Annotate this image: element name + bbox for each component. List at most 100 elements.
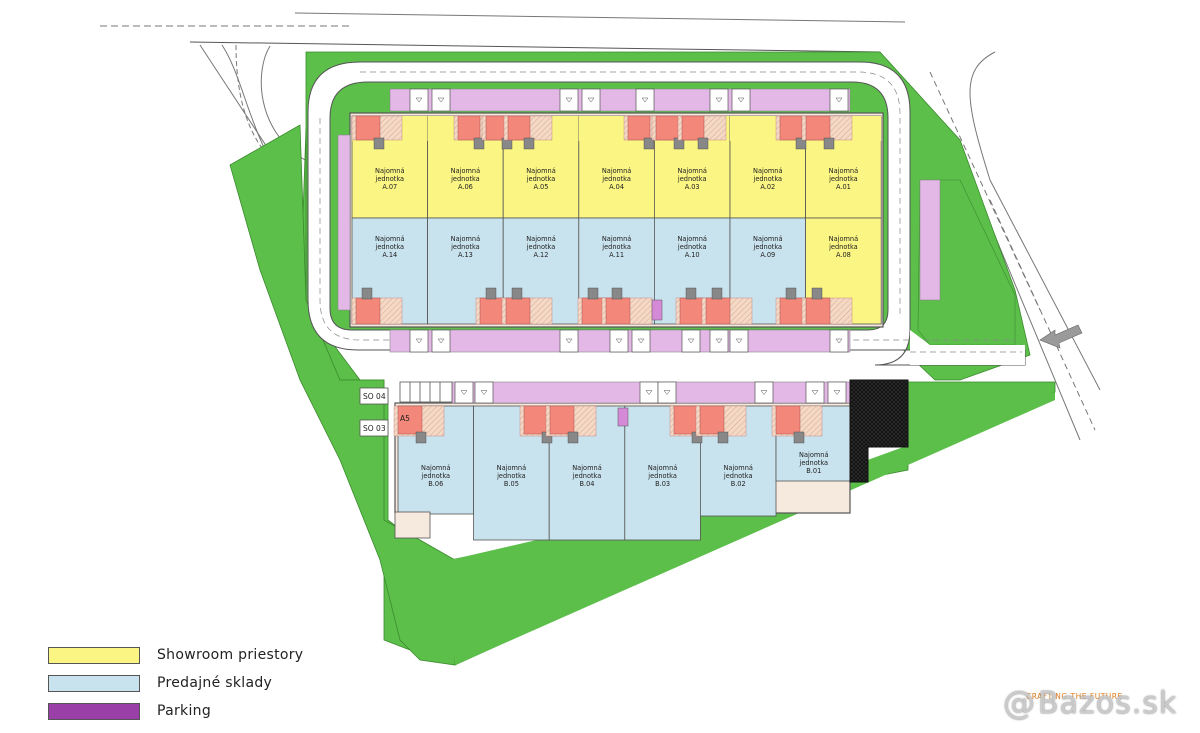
unit-code-a.04: A.04 [609,183,624,191]
office-block [779,297,805,325]
stair-core [795,137,807,150]
gate-arrow-icon [437,338,445,344]
building-b-details: A5 [393,405,823,444]
office-block [775,405,801,435]
unit-code-a.01: A.01 [836,183,851,191]
loading-gate [431,329,451,353]
gate-arrow-icon [415,338,423,344]
gate-arrow-icon [437,97,445,103]
gate-arrow-icon [637,338,645,344]
office-block [605,297,631,325]
gate-arrow-icon [715,338,723,344]
legend: Showroom priestory Predajné sklady Parki… [48,641,303,725]
unit-code-a.12: A.12 [534,251,549,259]
unit-code-b.06: B.06 [428,480,443,488]
gate-arrow-icon [641,97,649,103]
unit-code-b.02: B.02 [731,480,746,488]
unit-code-a.02: A.02 [760,183,775,191]
stair-core [567,431,579,444]
elevator [651,299,663,321]
legend-swatch-showroom [48,646,140,664]
loading-gate [829,329,849,353]
legend-item-warehouse: Predajné sklady [48,669,303,697]
at-icon: @ [1003,684,1036,722]
entrance-arrow-icon [1039,324,1083,349]
stair-core [361,287,373,300]
office-block [679,297,705,325]
unit-code-a.07: A.07 [382,183,397,191]
unit-code-a.11: A.11 [609,251,624,259]
loading-gate [639,381,659,404]
office-block [457,115,481,141]
loading-gate [559,88,579,112]
loading-gate [454,381,474,404]
parking-right [919,179,941,301]
legend-label-warehouse: Predajné sklady [157,675,273,691]
office-block [549,405,575,435]
gate-arrow-icon [415,97,423,103]
office-block [655,115,681,141]
loading-gate [431,88,451,112]
gate-arrow-icon [835,338,843,344]
unit-code-b.03: B.03 [655,480,670,488]
legend-label-showroom: Showroom priestory [157,647,304,663]
stair-core [587,287,599,300]
legend-swatch-parking [48,702,140,720]
office-block [523,405,549,435]
stair-core [611,287,623,300]
loading-gate [681,329,701,353]
tagline: CRAFTING THE FUTURE [1026,692,1123,701]
office-block [805,297,831,325]
loading-gate [657,381,677,404]
office-block [805,115,831,141]
office-block [507,115,531,141]
stair-core [643,137,655,150]
loading-gate [409,88,429,112]
stair-core [685,287,697,300]
stair-core [523,137,535,150]
gate-arrow-icon [737,97,745,103]
building-a-details [351,115,853,325]
stairs-icon [399,381,453,403]
loading-gate [829,88,849,112]
a5-label: A5 [400,414,410,423]
loading-gate [609,329,629,353]
loading-gate [635,88,655,112]
unit-code-b.05: B.05 [504,480,519,488]
stair-core [485,287,497,300]
stair-core [785,287,797,300]
loading-gate [754,381,774,404]
gate-arrow-icon [735,338,743,344]
office-block [673,405,699,435]
loading-gate [474,381,494,404]
so04-marker: SO 04 [359,387,389,405]
gate-arrow-icon [833,390,841,395]
unit-code-a.14: A.14 [382,251,397,259]
office-block [355,115,381,141]
loading-gate [709,88,729,112]
watermark-text: Bazos.sk [1038,685,1178,721]
legend-swatch-warehouse [48,674,140,692]
parking-left [337,134,351,311]
gate-arrow-icon [835,97,843,103]
loading-gate [805,381,825,404]
unit-code-a.13: A.13 [458,251,473,259]
unit-code-a.06: A.06 [458,183,473,191]
loading-gate [581,88,601,112]
loading-gate [409,329,429,353]
